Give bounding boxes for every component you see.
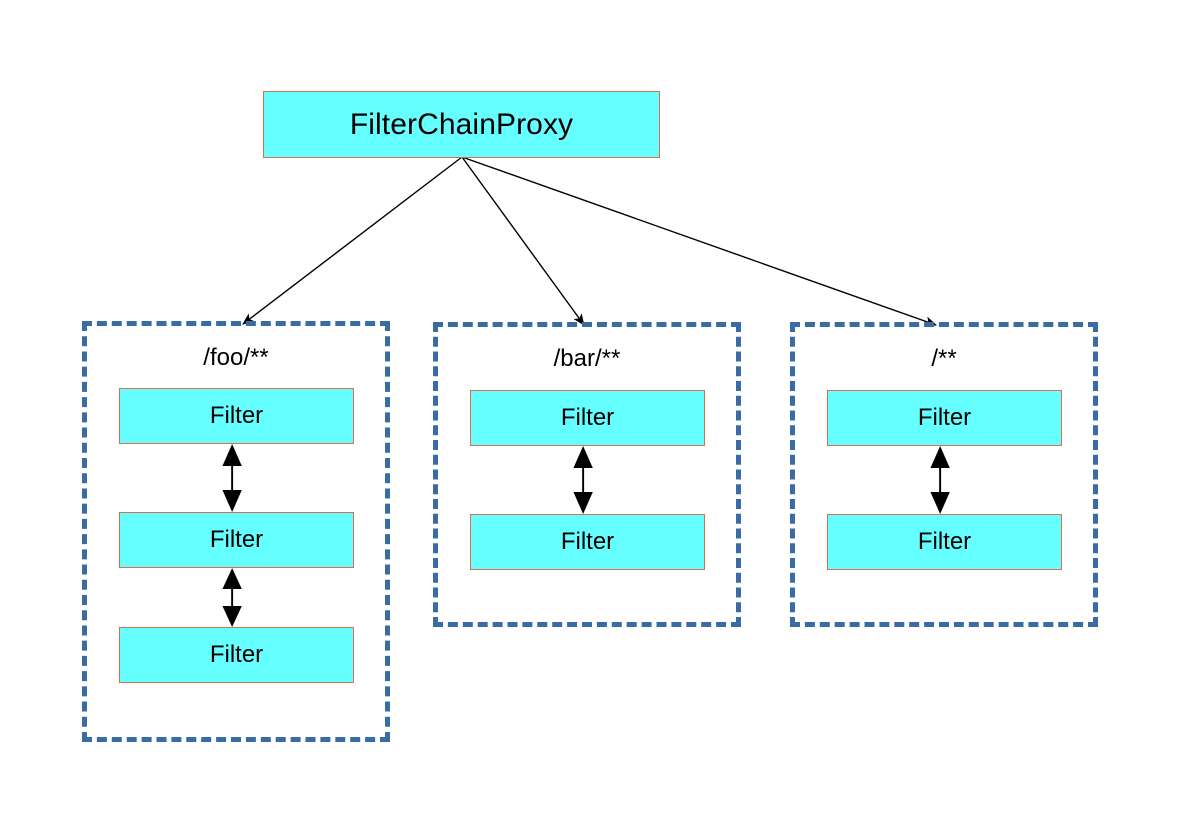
filter-chain-group-bar-label: /bar/**	[553, 345, 621, 372]
filter-connector-double-arrow	[222, 444, 242, 512]
filter-chain-group-foo-label: /foo/**	[203, 344, 269, 371]
filter-node[interactable]: Filter	[119, 627, 354, 683]
filter-node[interactable]: Filter	[827, 390, 1062, 446]
filter-chain-proxy-node[interactable]: FilterChainProxy	[263, 91, 660, 158]
filter-chain-group-bar[interactable]: /bar/** Filter Filter	[433, 322, 741, 627]
filter-node-label: Filter	[560, 404, 615, 431]
filter-node-label: Filter	[209, 402, 264, 429]
edge-root-to-foo	[242, 156, 463, 325]
filter-node-label: Filter	[209, 641, 264, 668]
filter-chain-group-all-label: /**	[931, 345, 957, 372]
filter-node[interactable]: Filter	[470, 390, 705, 446]
filter-node[interactable]: Filter	[119, 388, 354, 444]
filter-node-label: Filter	[209, 526, 264, 553]
edge-root-to-all	[461, 156, 937, 327]
filter-node[interactable]: Filter	[470, 514, 705, 570]
filter-chain-proxy-label: FilterChainProxy	[349, 107, 574, 141]
edge-root-to-bar	[461, 156, 585, 326]
filter-connector-double-arrow	[573, 446, 593, 514]
filter-connector-double-arrow	[930, 446, 950, 514]
filter-chain-group-foo[interactable]: /foo/** Filter Filter Filter	[82, 321, 390, 742]
filter-node-label: Filter	[917, 528, 972, 555]
filter-chain-group-all[interactable]: /** Filter Filter	[790, 322, 1098, 627]
filter-node-label: Filter	[917, 404, 972, 431]
filter-node[interactable]: Filter	[119, 512, 354, 568]
filter-connector-double-arrow	[222, 568, 242, 627]
filter-node[interactable]: Filter	[827, 514, 1062, 570]
filter-node-label: Filter	[560, 528, 615, 555]
